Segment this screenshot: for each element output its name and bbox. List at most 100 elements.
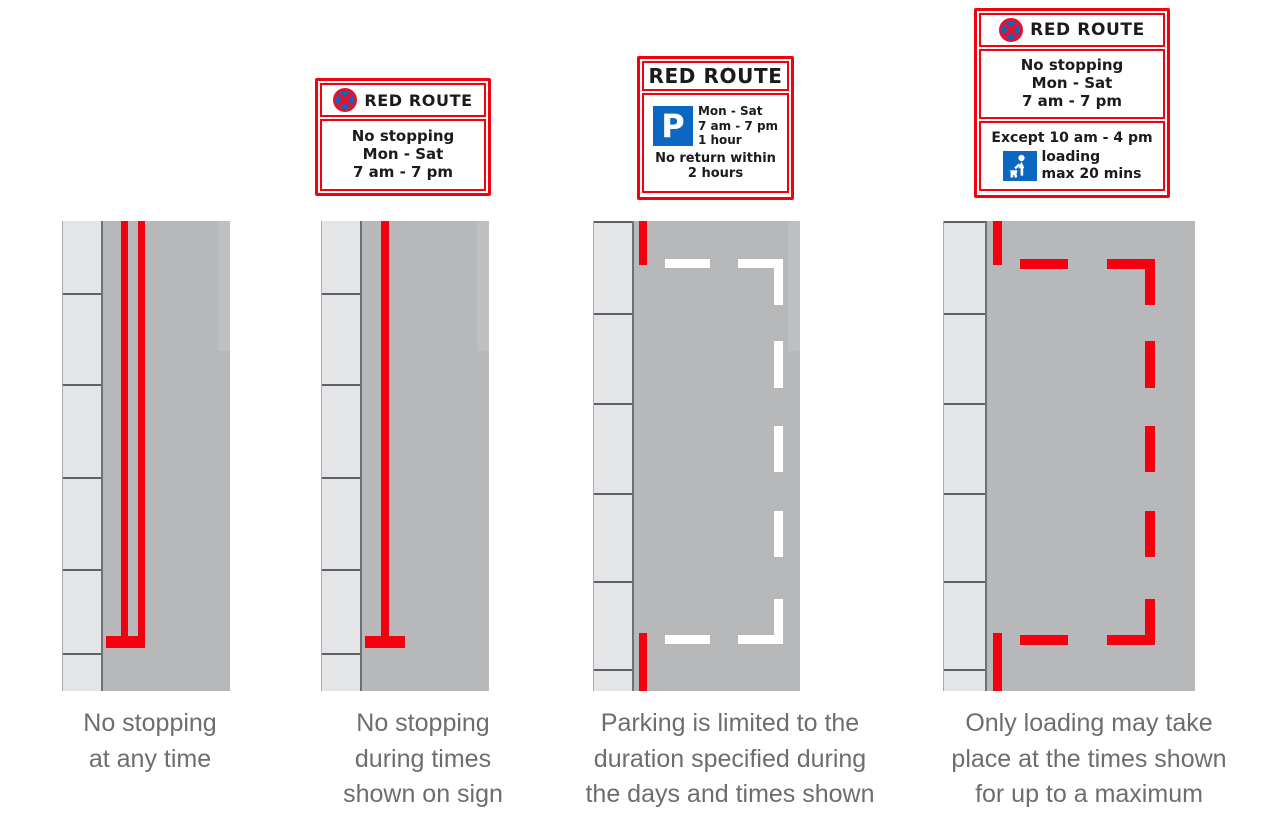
bay-dash-bottom-left — [665, 635, 710, 644]
carriageway-edge-ragged-a — [788, 221, 800, 351]
bay-dash-right-1 — [774, 259, 783, 305]
carriageway-edge-ragged-a — [218, 221, 230, 351]
bay-dash-right-3 — [1145, 426, 1155, 472]
kerb-line — [632, 221, 634, 691]
red-bay-tick-top — [993, 221, 1002, 265]
kerb-line — [101, 221, 103, 691]
pavement-outer-edge — [321, 221, 322, 691]
pavement-slab-joint — [594, 581, 632, 583]
bay-dash-bottom-right — [738, 635, 783, 644]
pavement-slab-joint — [63, 384, 101, 386]
sign-red-route-loading[interactable]: RED ROUTE No stopping Mon - Sat 7 am - 7… — [974, 8, 1170, 198]
sign-line: loading — [1041, 149, 1101, 166]
bay-dash-top-left — [1020, 259, 1068, 269]
pavement-slab-joint — [322, 569, 360, 571]
sign-panel-conditions: No stopping Mon - Sat 7 am - 7 pm — [320, 119, 486, 191]
no-stopping-roundel-icon — [999, 18, 1024, 42]
pavement-slab-joint — [322, 653, 360, 655]
parking-pictogram-row: P Mon - Sat 7 am - 7 pm 1 hour — [647, 104, 784, 147]
sign-line: Mon - Sat — [1031, 74, 1113, 93]
kerb-line — [360, 221, 362, 691]
bay-dash-right-2 — [1145, 341, 1155, 388]
carriageway-edge-ragged-b — [471, 351, 489, 471]
sign-panel-conditions: No stopping Mon - Sat 7 am - 7 pm — [979, 49, 1165, 119]
sign-line: 7 am - 7 pm — [352, 162, 454, 181]
pavement-slab-joint — [594, 403, 632, 405]
diagram-column-limited-parking-bay: RED ROUTE P Mon - Sat 7 am - 7 pm 1 hour… — [560, 0, 900, 835]
pavement-slab-joint — [944, 581, 985, 583]
sign-line: No stopping — [351, 127, 455, 146]
sign-line: 1 hour — [697, 132, 742, 147]
pavement-slab-joint — [594, 313, 632, 315]
pavement-slab-joint — [944, 669, 985, 671]
red-line-outer — [138, 221, 145, 643]
sign-line: Mon - Sat — [362, 145, 444, 164]
parking-p-icon: P — [652, 105, 693, 146]
caption-no-stopping-during-times: No stopping during times shown on sign — [343, 709, 503, 808]
sign-line-exception: Except 10 am - 4 pm — [991, 129, 1153, 146]
red-bay-tick-bottom — [993, 633, 1002, 691]
sign-red-route-parking[interactable]: RED ROUTE P Mon - Sat 7 am - 7 pm 1 hour… — [637, 56, 794, 200]
caption-limited-parking-bay: Parking is limited to the duration speci… — [585, 709, 875, 808]
parking-p-letter: P — [661, 106, 685, 145]
bay-dash-top-right — [738, 259, 783, 268]
road-scene-white-parking-bay — [593, 221, 800, 691]
pavement-slab-joint — [322, 477, 360, 479]
pavement — [321, 221, 361, 691]
red-line-inner — [121, 221, 128, 643]
bay-dash-top-left — [665, 259, 710, 268]
sign-panel-loading-exception: Except 10 am - 4 pm — [979, 121, 1165, 191]
red-line-end-bar — [365, 636, 405, 648]
pavement-slab-joint — [63, 477, 101, 479]
loading-text-block: loading max 20 mins — [1042, 149, 1142, 182]
pavement-slab-joint — [594, 669, 632, 671]
red-line — [381, 221, 389, 643]
bay-dash-bottom-left — [1020, 635, 1068, 645]
bay-dash-right-1 — [1145, 259, 1155, 305]
sign-line: 2 hours — [687, 166, 744, 182]
sign-line: Mon - Sat — [697, 104, 763, 119]
bay-dash-top-right — [1107, 259, 1155, 269]
loading-trolley-icon — [1002, 150, 1037, 181]
caption-no-stopping-any-time: No stopping at any time — [83, 709, 217, 773]
bay-dash-right-5 — [774, 599, 783, 644]
bay-dash-bottom-right — [1107, 635, 1155, 645]
pavement-slab-joint — [944, 493, 985, 495]
pavement-slab-joint — [63, 293, 101, 295]
no-stopping-roundel-icon — [333, 88, 358, 112]
sign-line: 7 am - 7 pm — [1021, 91, 1123, 110]
red-bay-tick-bottom — [639, 633, 647, 691]
pavement-slab-joint — [594, 493, 632, 495]
bay-dash-right-4 — [774, 511, 783, 557]
sign-panel-header: RED ROUTE — [642, 61, 789, 91]
red-bay-tick-top — [639, 221, 647, 265]
sign-line: max 20 mins — [1041, 165, 1142, 182]
parking-times-block: Mon - Sat 7 am - 7 pm 1 hour — [698, 104, 778, 146]
sign-panel-header: RED ROUTE — [320, 83, 486, 117]
sign-title: RED ROUTE — [364, 90, 473, 110]
pavement-slab-joint — [63, 653, 101, 655]
sign-line: 7 am - 7 pm — [697, 118, 779, 133]
diagram-column-no-stopping-during-times: RED ROUTE No stopping Mon - Sat 7 am - 7… — [278, 0, 568, 835]
pavement — [593, 221, 633, 691]
sign-line: No return within — [655, 150, 776, 166]
diagram-column-loading-bay: RED ROUTE No stopping Mon - Sat 7 am - 7… — [898, 0, 1280, 835]
diagram-column-no-stopping-any-time: No stopping at any time — [0, 0, 300, 835]
sign-panel-header: RED ROUTE — [979, 13, 1165, 47]
carriageway-edge-ragged-a — [477, 221, 489, 351]
pavement-slab-joint — [944, 221, 985, 223]
sign-panel-parking-conditions: P Mon - Sat 7 am - 7 pm 1 hour No return… — [642, 93, 789, 193]
sign-red-route-no-stopping[interactable]: RED ROUTE No stopping Mon - Sat 7 am - 7… — [315, 78, 491, 196]
bay-dash-right-2 — [774, 341, 783, 388]
pavement-slab-joint — [594, 221, 632, 223]
carriageway-edge-ragged-b — [212, 351, 230, 471]
kerb-line — [985, 221, 987, 691]
pavement — [943, 221, 986, 691]
pavement-slab-joint — [322, 384, 360, 386]
bay-dash-right-3 — [774, 426, 783, 472]
road-scene-single-red-line — [321, 221, 489, 691]
red-line-end-bar — [106, 636, 145, 648]
road-scene-double-red-line — [62, 221, 230, 691]
pavement-outer-edge — [593, 221, 594, 691]
